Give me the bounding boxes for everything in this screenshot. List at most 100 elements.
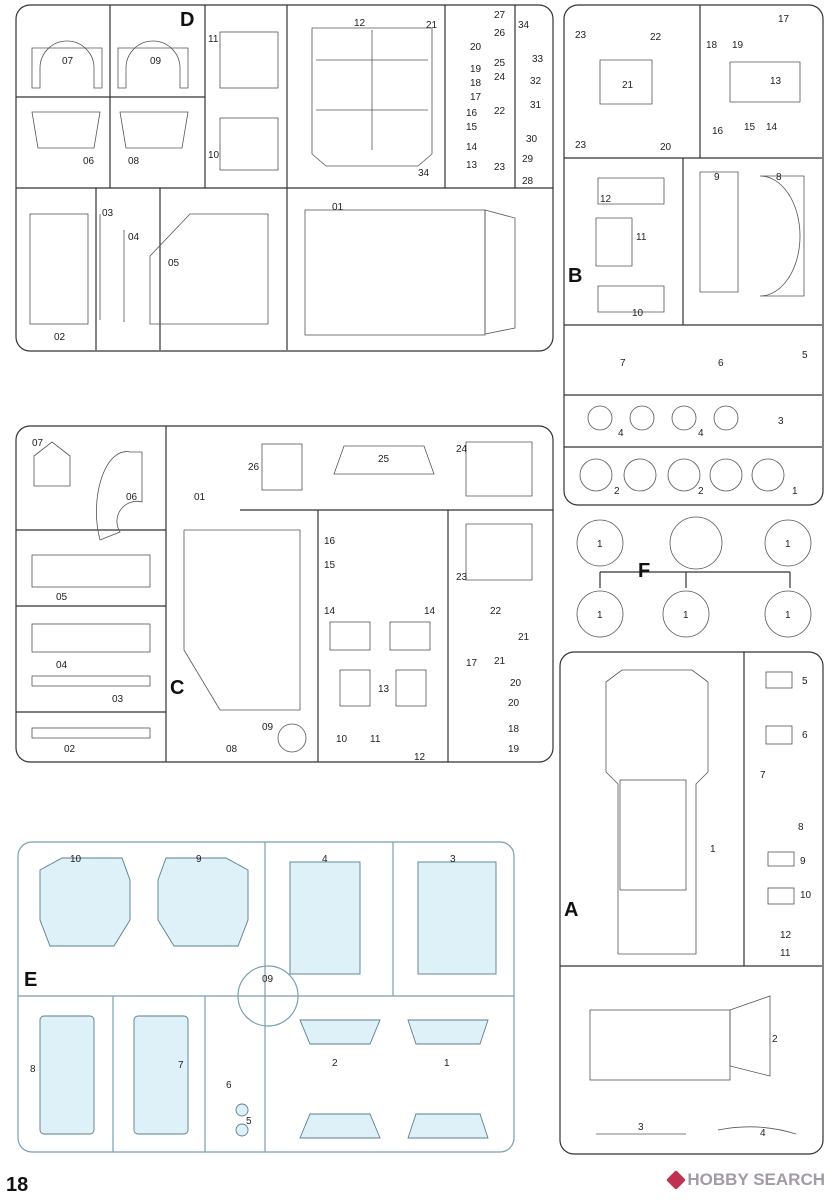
part-label: 15 bbox=[466, 122, 478, 133]
part-label: 9 bbox=[196, 854, 202, 865]
sprue-E: E 10 9 4 3 09 8 7 6 5 2 1 bbox=[17, 841, 515, 1153]
part-label: 06 bbox=[83, 156, 95, 167]
part-label: 4 bbox=[698, 428, 704, 439]
part-label: 17 bbox=[778, 14, 790, 25]
part-label: 16 bbox=[712, 126, 724, 137]
part-label: 18 bbox=[470, 78, 482, 89]
part-label: 21 bbox=[426, 20, 438, 31]
part-label: 26 bbox=[494, 28, 506, 39]
part-label: 11 bbox=[636, 232, 647, 243]
part-label: 8 bbox=[30, 1064, 36, 1075]
part-label: 18 bbox=[508, 724, 520, 735]
part-label: 16 bbox=[324, 536, 336, 547]
part-label: 22 bbox=[490, 606, 502, 617]
part-label: 22 bbox=[650, 32, 662, 43]
part-label: 02 bbox=[54, 332, 66, 343]
part-label: 06 bbox=[126, 492, 138, 503]
part-label: 07 bbox=[32, 438, 44, 449]
part-label: 13 bbox=[466, 160, 478, 171]
part-label: 20 bbox=[510, 678, 522, 689]
sprue-letter-D: D bbox=[180, 9, 194, 31]
part-label: 1 bbox=[597, 610, 603, 621]
part-label: 6 bbox=[802, 730, 808, 741]
part-label: 19 bbox=[470, 64, 482, 75]
part-label: 16 bbox=[466, 108, 478, 119]
part-label: 02 bbox=[64, 744, 76, 755]
part-label: 15 bbox=[324, 560, 336, 571]
sprue-letter-C: C bbox=[170, 677, 184, 699]
part-label: 05 bbox=[56, 592, 68, 603]
part-label: 1 bbox=[785, 539, 791, 550]
part-label: 23 bbox=[575, 140, 587, 151]
part-label: 04 bbox=[128, 232, 140, 243]
part-label: 5 bbox=[246, 1116, 252, 1127]
part-label: 9 bbox=[714, 172, 720, 183]
part-label: 03 bbox=[112, 694, 124, 705]
part-label: 4 bbox=[618, 428, 624, 439]
part-label: 20 bbox=[508, 698, 520, 709]
page-number: 18 bbox=[6, 1174, 29, 1196]
part-label: 14 bbox=[766, 122, 778, 133]
part-label: 13 bbox=[770, 76, 782, 87]
part-label: 4 bbox=[322, 854, 328, 865]
part-label: 10 bbox=[336, 734, 348, 745]
part-label: 7 bbox=[178, 1060, 184, 1071]
part-label: 10 bbox=[632, 308, 644, 319]
part-label: 17 bbox=[466, 658, 478, 669]
part-label: 25 bbox=[378, 454, 390, 465]
part-label: 7 bbox=[620, 358, 626, 369]
part-label: 12 bbox=[600, 194, 612, 205]
part-label: 4 bbox=[760, 1128, 766, 1139]
part-label: 12 bbox=[354, 18, 366, 29]
part-label: 05 bbox=[168, 258, 180, 269]
part-label: 03 bbox=[102, 208, 114, 219]
part-label: 23 bbox=[494, 162, 506, 173]
part-label: 10 bbox=[800, 890, 812, 901]
part-label: 21 bbox=[518, 632, 530, 643]
part-label: 28 bbox=[522, 176, 534, 187]
part-label: 17 bbox=[470, 92, 482, 103]
part-label: 8 bbox=[798, 822, 804, 833]
sprue-A: A 5 6 7 1 8 9 10 12 11 2 3 4 bbox=[559, 651, 824, 1155]
sprue-C: C 07 06 01 26 25 24 16 15 23 05 14 14 22… bbox=[15, 425, 554, 763]
part-label: 13 bbox=[378, 684, 390, 695]
sprue-letter-F: F bbox=[638, 560, 650, 582]
part-label: 1 bbox=[710, 844, 716, 855]
part-label: 32 bbox=[530, 76, 542, 87]
part-label: 2 bbox=[332, 1058, 338, 1069]
part-label: 3 bbox=[778, 416, 784, 427]
part-label: 21 bbox=[494, 656, 506, 667]
part-label: 11 bbox=[208, 34, 219, 45]
part-label: 10 bbox=[208, 150, 220, 161]
part-label: 19 bbox=[508, 744, 520, 755]
part-label: 3 bbox=[638, 1122, 644, 1133]
part-label: 24 bbox=[456, 444, 468, 455]
part-label: 2 bbox=[614, 486, 620, 497]
part-label: 29 bbox=[522, 154, 534, 165]
part-label: 18 bbox=[706, 40, 718, 51]
part-label: 5 bbox=[802, 676, 808, 687]
part-label: 1 bbox=[785, 610, 791, 621]
part-label: 2 bbox=[698, 486, 704, 497]
sprue-letter-B: B bbox=[568, 265, 582, 287]
part-label: 34 bbox=[418, 168, 430, 179]
part-label: 15 bbox=[744, 122, 756, 133]
part-label: 8 bbox=[776, 172, 782, 183]
part-label: 6 bbox=[226, 1080, 232, 1091]
part-label: 11 bbox=[780, 948, 791, 959]
part-label: 2 bbox=[772, 1034, 778, 1045]
part-label: 09 bbox=[262, 974, 274, 985]
part-label: 11 bbox=[370, 734, 381, 745]
part-label: 10 bbox=[70, 854, 82, 865]
part-label: 3 bbox=[450, 854, 456, 865]
part-label: 14 bbox=[324, 606, 336, 617]
part-label: 6 bbox=[718, 358, 724, 369]
part-label: 09 bbox=[150, 56, 162, 67]
part-label: 25 bbox=[494, 58, 506, 69]
watermark-text: HOBBY SEARCH bbox=[687, 1170, 825, 1189]
sprue-F: F 1 1 1 1 1 bbox=[576, 516, 812, 638]
part-label: 07 bbox=[62, 56, 74, 67]
part-label: 01 bbox=[332, 202, 344, 213]
part-label: 7 bbox=[760, 770, 766, 781]
sprue-B: B 23 22 18 19 17 21 13 23 20 16 15 14 12… bbox=[563, 4, 824, 506]
